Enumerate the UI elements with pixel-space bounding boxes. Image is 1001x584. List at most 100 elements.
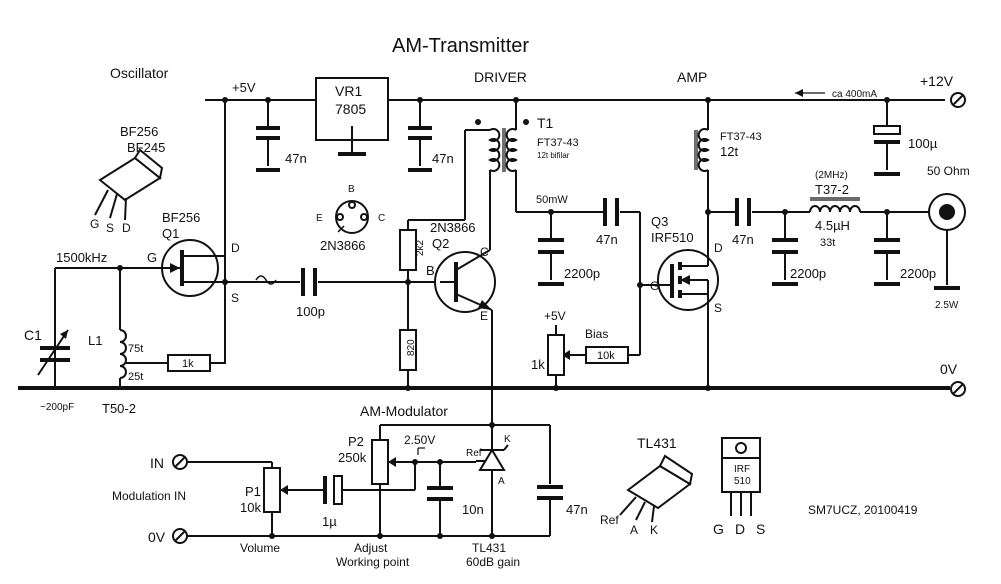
vr1-label: VR1: [335, 83, 362, 99]
choke-ft37: [694, 128, 710, 172]
pkg-pin-s: S: [106, 221, 114, 235]
q3-pin-d: D: [714, 241, 723, 255]
in-label: IN: [150, 455, 164, 471]
pinout-c: C: [378, 213, 385, 224]
p1-value: 10k: [240, 500, 261, 515]
tl431-ref: Ref: [466, 448, 482, 459]
transformer-t1: [488, 128, 518, 172]
sine-wave-icon: [255, 275, 277, 285]
cap-47n-1: [256, 100, 280, 172]
tl431-pin-ref: Ref: [600, 513, 619, 527]
current-arrow: [795, 89, 825, 97]
cap-47n-amp-label: 47n: [732, 232, 754, 247]
l1-turns-top: 75t: [128, 343, 143, 355]
cap-2200p-filter1-label: 2200p: [790, 266, 826, 281]
tl431-k: K: [504, 434, 511, 445]
tl431-shunt: [476, 425, 509, 536]
antenna-impedance: 50 Ohm: [927, 164, 970, 178]
resistor-10k-label: 10k: [597, 350, 615, 362]
choke-turns: 12t: [720, 144, 738, 159]
pot-1k-label: 1k: [531, 357, 545, 372]
q1-type: BF256: [162, 210, 200, 225]
diagram-title: AM-Transmitter: [392, 35, 529, 57]
rail-5v-label: +5V: [232, 80, 256, 95]
adjust-label-2: Working point: [336, 555, 410, 569]
cap-2200p-filter2-label: 2200p: [900, 266, 936, 281]
l1-turns-bottom: 25t: [128, 371, 143, 383]
voltage-probe-icon: [417, 447, 425, 455]
q2-type: 2N3866: [430, 220, 476, 235]
tl431-pin-k: K: [650, 523, 658, 537]
bnc-connector-icon: [928, 193, 966, 290]
pot-p1: [263, 467, 281, 513]
filter-freq: (2MHz): [815, 170, 848, 181]
q1-pin-d: D: [231, 241, 240, 255]
q1-pin-s: S: [231, 291, 239, 305]
cap-47n-mod: [537, 485, 563, 500]
q3-pin-s: S: [714, 301, 722, 315]
cap-100p: [301, 268, 317, 296]
irf-label-2: 510: [734, 476, 751, 487]
q2-name: Q2: [432, 236, 449, 251]
cap-100p-label: 100p: [296, 304, 325, 319]
pkg-pin-g: G: [90, 217, 99, 231]
pinout-e: E: [316, 213, 323, 224]
driver-power: 50mW: [536, 194, 568, 206]
pot-p2: [371, 439, 389, 485]
section-oscillator: Oscillator: [110, 65, 169, 81]
section-modulator: AM-Modulator: [360, 403, 448, 419]
mod-0v-label: 0V: [148, 529, 166, 545]
bias-label: Bias: [585, 327, 608, 341]
resistor-820-label: 820: [406, 339, 417, 356]
cap-100u-label: 100µ: [908, 136, 938, 151]
c1-label: C1: [24, 327, 42, 343]
cap-47n-2-label: 47n: [432, 151, 454, 166]
vr1-part: 7805: [335, 101, 366, 117]
cap-1u: [323, 475, 343, 505]
irf-label-1: IRF: [734, 464, 750, 475]
adjust-label-1: Adjust: [354, 541, 388, 555]
cap-1u-label: 1µ: [322, 514, 337, 529]
q2-pin-b: B: [426, 263, 435, 278]
resistor-1k-label: 1k: [182, 358, 194, 370]
t1-core: FT37-43: [537, 137, 579, 149]
c1-value: ~200pF: [40, 402, 74, 413]
q1-jfet: [150, 239, 225, 297]
cap-47n-driver: [603, 198, 619, 226]
cap-2200p-driver-label: 2200p: [564, 266, 600, 281]
tl431-package-icon: [619, 454, 694, 523]
mod-in-label: Modulation IN: [112, 489, 186, 503]
cap-47n-driver-label: 47n: [596, 232, 618, 247]
resistor-2k2-label: 2k2: [415, 239, 426, 256]
cap-47n-2: [408, 100, 432, 172]
cap-47n-mod-label: 47n: [566, 502, 588, 517]
coil-l1: [119, 329, 127, 379]
q1-pin-g: G: [147, 250, 157, 265]
rail-12v-label: +12V: [920, 73, 954, 89]
tl431-pkg-title: TL431: [637, 435, 677, 451]
section-amp: AMP: [677, 69, 707, 85]
q3-mosfet: [640, 249, 719, 388]
resistor-2k2: [399, 229, 417, 271]
to92-package-icon: [94, 148, 164, 221]
q3-pin-g: G: [650, 279, 659, 293]
irf-pin-g: G: [713, 521, 724, 537]
cap-2200p-filter1: [772, 212, 798, 286]
tl431-pin-a: A: [630, 523, 638, 537]
current-label: ca 400mA: [832, 89, 877, 100]
cap-2200p-filter2: [874, 212, 900, 286]
power-out: 2.5W: [935, 300, 959, 311]
q3-type: IRF510: [651, 230, 694, 245]
p2-value: 250k: [338, 450, 367, 465]
credit: SM7UCZ, 20100419: [808, 503, 918, 517]
inductor-filter: [809, 197, 861, 213]
cap-100u: [873, 125, 901, 176]
rail-0v-label: 0V: [940, 361, 958, 377]
l1-label: L1: [88, 333, 102, 348]
cap-10n: [427, 486, 453, 501]
irf-pin-d: D: [735, 521, 745, 537]
volume-label: Volume: [240, 541, 280, 555]
cap-10n-label: 10n: [462, 502, 484, 517]
cap-2200p-driver: [538, 212, 564, 286]
tl431-gain: 60dB gain: [466, 555, 520, 569]
